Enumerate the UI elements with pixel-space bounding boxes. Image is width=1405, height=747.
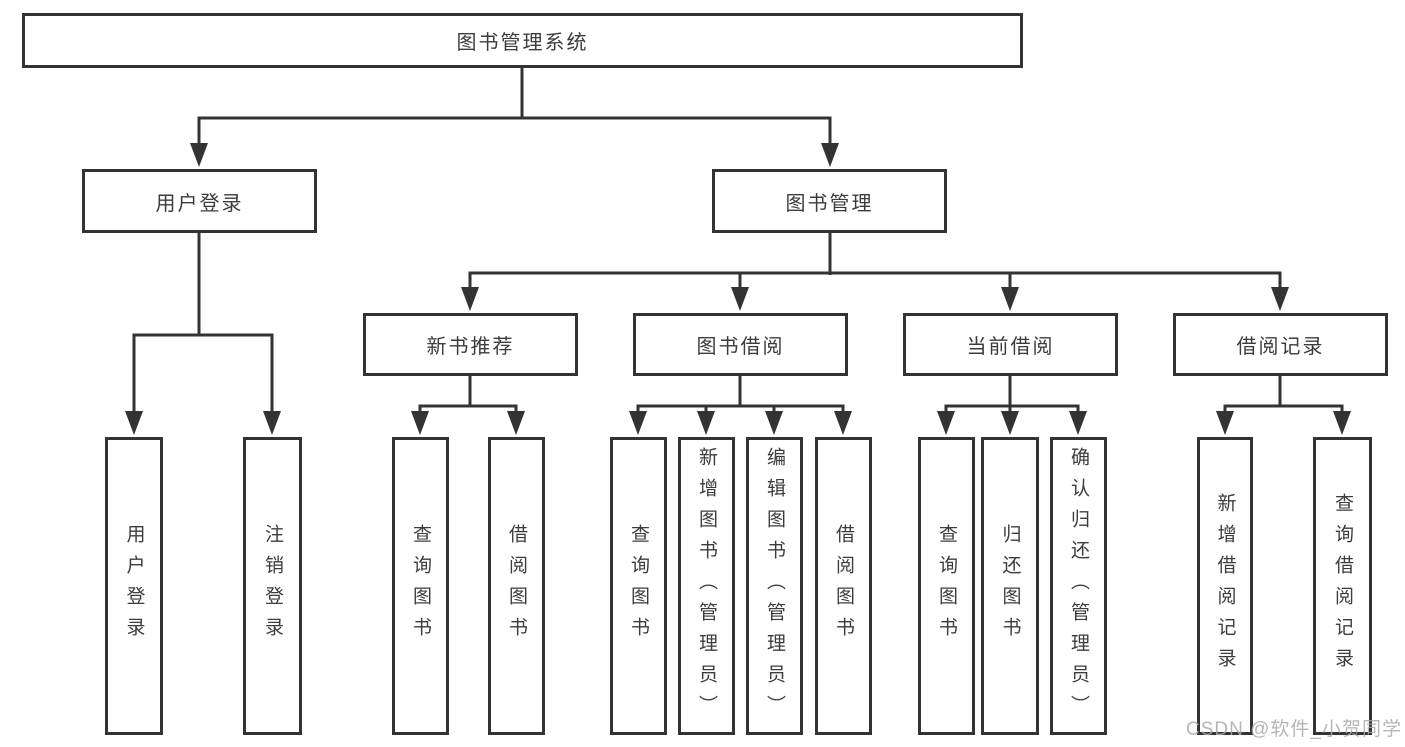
leaf-bb-borrow-books-label: 借阅图书 [833,524,854,648]
leaf-nbr-query-books-label: 查询图书 [410,524,431,648]
csdn-watermark: CSDN @软件_小贺同学 [1186,719,1402,740]
leaf-bb-add-books-admin: 新增图书（管理员） [678,437,735,735]
leaf-cb-confirm-return-admin-label: 确认归还（管理员） [1068,446,1089,726]
leaf-bb-query-books-label: 查询图书 [628,524,649,648]
node-book-borrowing: 图书借阅 [633,313,848,376]
node-current-borrowing: 当前借阅 [903,313,1118,376]
leaf-bb-add-books-admin-label: 新增图书（管理员） [696,446,717,726]
leaf-cb-return-books: 归还图书 [981,437,1039,735]
arrowheads [125,143,1351,435]
leaf-user-login-label: 用户登录 [123,524,145,648]
node-book-management: 图书管理 [712,169,947,233]
leaf-br-add-record: 新增借阅记录 [1197,437,1253,735]
leaf-nbr-borrow-books-label: 借阅图书 [506,524,527,648]
leaf-bb-edit-books-admin: 编辑图书（管理员） [746,437,803,735]
leaf-logout-label: 注销登录 [262,524,283,648]
leaf-bb-query-books: 查询图书 [610,437,667,735]
leaf-bb-borrow-books: 借阅图书 [815,437,872,735]
leaf-cb-confirm-return-admin: 确认归还（管理员） [1050,437,1107,735]
node-new-book-recommend: 新书推荐 [363,313,578,376]
leaf-br-add-record-label: 新增借阅记录 [1214,493,1236,679]
leaf-logout: 注销登录 [243,437,302,735]
leaf-cb-return-books-label: 归还图书 [999,524,1021,648]
node-borrowing-records: 借阅记录 [1173,313,1388,376]
leaf-br-query-record-label: 查询借阅记录 [1332,493,1353,679]
node-root: 图书管理系统 [22,13,1023,68]
leaf-nbr-borrow-books: 借阅图书 [488,437,545,735]
leaf-cb-query-books: 查询图书 [918,437,975,735]
leaf-cb-query-books-label: 查询图书 [936,524,957,648]
leaf-br-query-record: 查询借阅记录 [1313,437,1372,735]
leaf-user-login: 用户登录 [105,437,163,735]
leaf-bb-edit-books-admin-label: 编辑图书（管理员） [764,446,785,726]
leaf-nbr-query-books: 查询图书 [392,437,449,735]
node-user-login: 用户登录 [82,169,317,233]
